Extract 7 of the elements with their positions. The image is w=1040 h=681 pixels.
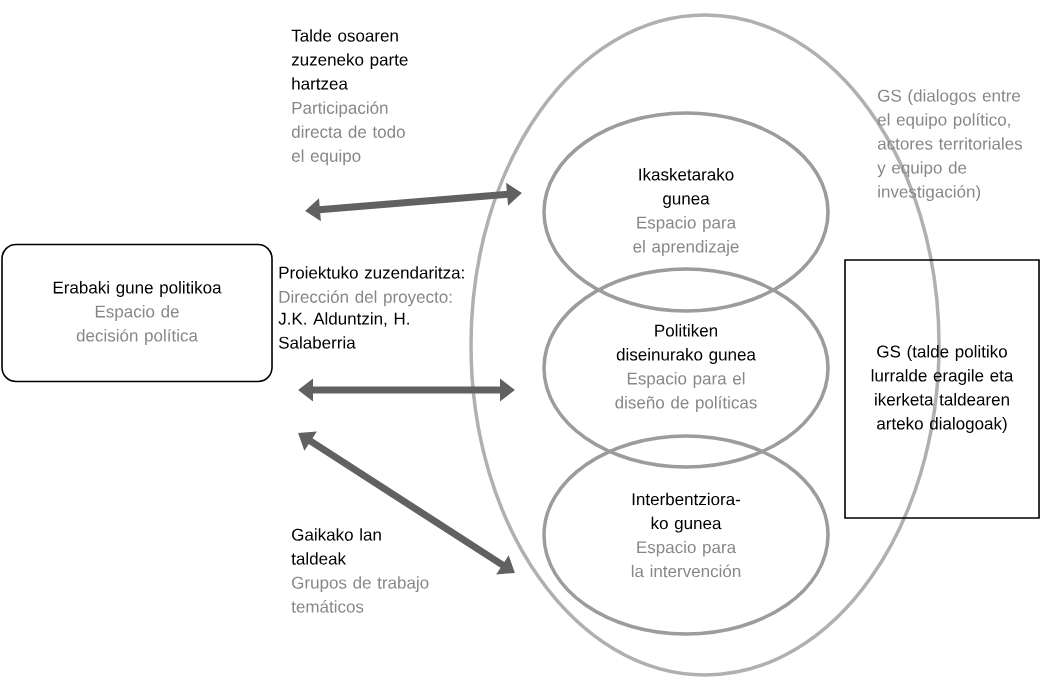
label-text: Gaikako lan taldeak (291, 528, 381, 565)
label-text: Grupos de trabajo temáticos (291, 576, 429, 613)
label-text: Participación directa de todo el equipo (291, 101, 405, 166)
label-text: Talde osoaren zuzeneko parte hartzea (291, 29, 408, 90)
decision-box: Erabaki gune politikoa Espacio de decisión política (1, 243, 273, 383)
dialogue-box: GS (talde politiko lurralde eragile eta ikerketa taldearen arteko dialogoak) (844, 259, 1040, 519)
double-arrow (298, 431, 515, 575)
